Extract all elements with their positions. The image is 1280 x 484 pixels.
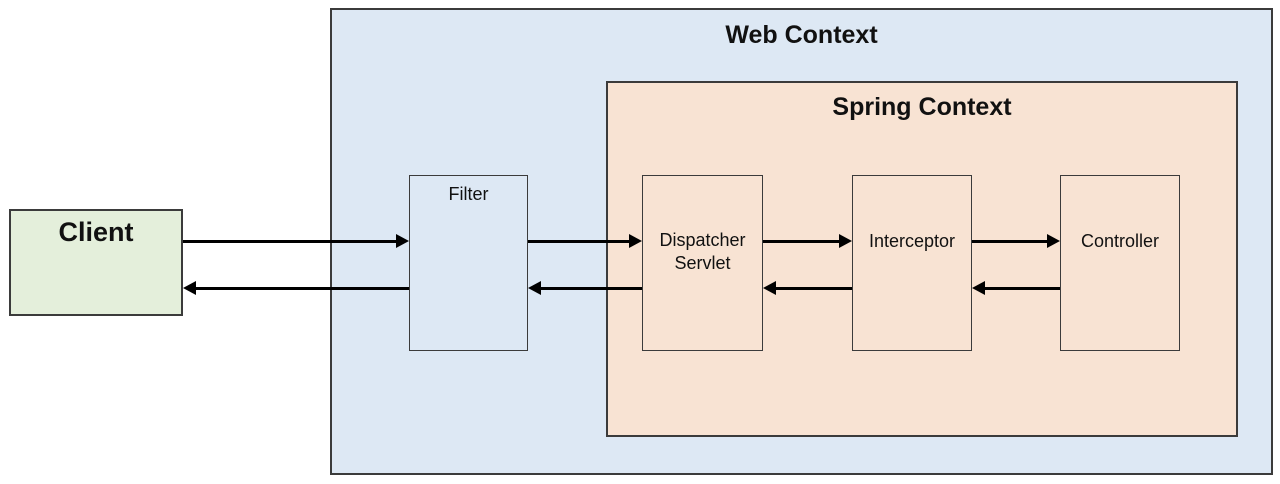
arrow-interceptor-to-controller: [972, 234, 1060, 248]
interceptor-node: Interceptor: [852, 175, 972, 351]
filter-node: Filter: [409, 175, 528, 351]
arrowhead-icon: [396, 234, 409, 248]
arrowhead-icon: [629, 234, 642, 248]
client-node: Client: [9, 209, 183, 316]
arrow-shaft: [528, 239, 631, 243]
arrowhead-icon: [839, 234, 852, 248]
dispatcher-servlet-label: Dispatcher Servlet: [659, 230, 746, 273]
arrow-shaft: [972, 239, 1049, 243]
web-context-title: Web Context: [725, 21, 878, 49]
controller-node: Controller: [1060, 175, 1180, 351]
dispatcher-servlet-node: Dispatcher Servlet: [642, 175, 763, 351]
arrow-shaft: [763, 239, 841, 243]
arrow-dispatcher-servlet-to-interceptor: [763, 234, 852, 248]
interceptor-label: Interceptor: [868, 231, 956, 251]
arrowhead-icon: [183, 281, 196, 295]
arrowhead-icon: [763, 281, 776, 295]
arrow-shaft: [539, 286, 642, 290]
arrow-filter-to-dispatcher-servlet: [528, 234, 642, 248]
client-label: Client: [58, 217, 134, 247]
arrow-shaft: [194, 286, 409, 290]
arrow-controller-to-interceptor: [972, 281, 1060, 295]
filter-label: Filter: [448, 184, 489, 204]
arrowhead-icon: [528, 281, 541, 295]
arrow-client-to-filter: [183, 234, 409, 248]
arrow-filter-to-client: [183, 281, 409, 295]
arrow-shaft: [183, 239, 398, 243]
spring-context-title: Spring Context: [832, 93, 1012, 121]
arrowhead-icon: [1047, 234, 1060, 248]
arrow-shaft: [983, 286, 1060, 290]
arrow-shaft: [774, 286, 852, 290]
arrow-dispatcher-servlet-to-filter: [528, 281, 642, 295]
arrow-interceptor-to-dispatcher-servlet: [763, 281, 852, 295]
arrowhead-icon: [972, 281, 985, 295]
controller-label: Controller: [1080, 231, 1160, 251]
